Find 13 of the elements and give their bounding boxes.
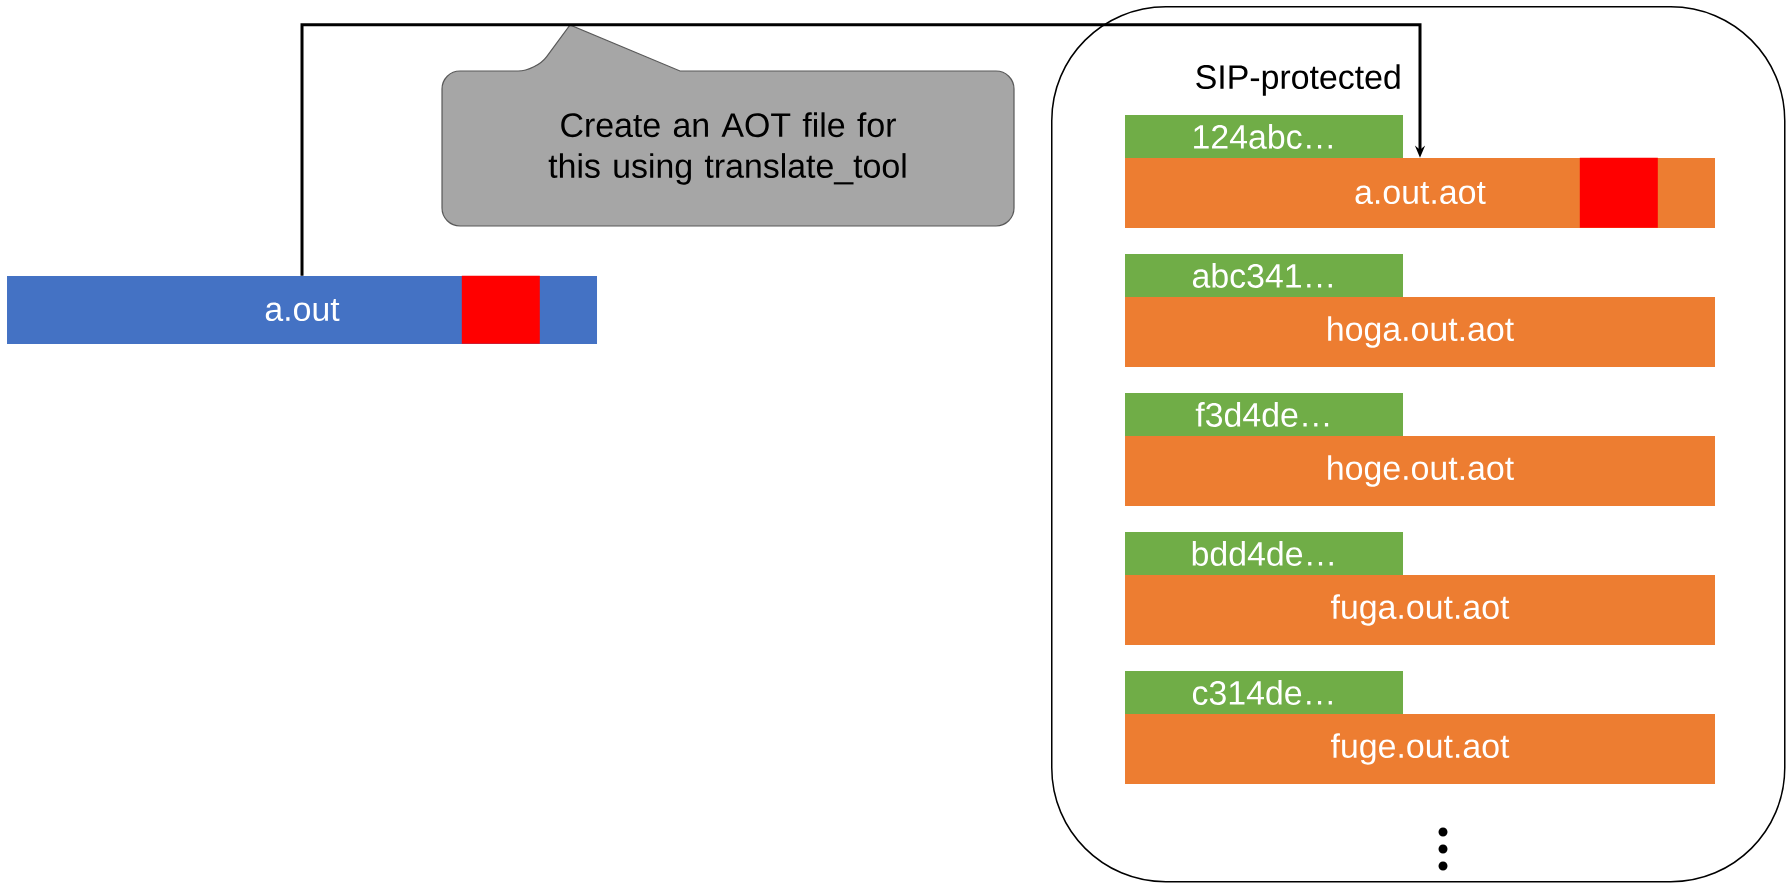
callout-bubble: Create an AOT file for this using translate_tool	[441, 24, 1015, 227]
hash-tab: abc341…	[1125, 254, 1403, 297]
highlight-block	[1579, 157, 1658, 228]
file-bar: hoge.out.aot	[1125, 436, 1715, 506]
highlight-block	[461, 275, 540, 344]
file-bar: hoga.out.aot	[1125, 297, 1715, 367]
hash-tab: f3d4de…	[1125, 393, 1403, 436]
file-bar: fuge.out.aot	[1125, 714, 1715, 784]
hash-tab: 124abc…	[1125, 115, 1403, 158]
file-bar: fuga.out.aot	[1125, 575, 1715, 645]
connector-arrow	[300, 23, 1426, 276]
hash-tab: bdd4de…	[1125, 532, 1403, 575]
hash-tab: c314de…	[1125, 671, 1403, 714]
